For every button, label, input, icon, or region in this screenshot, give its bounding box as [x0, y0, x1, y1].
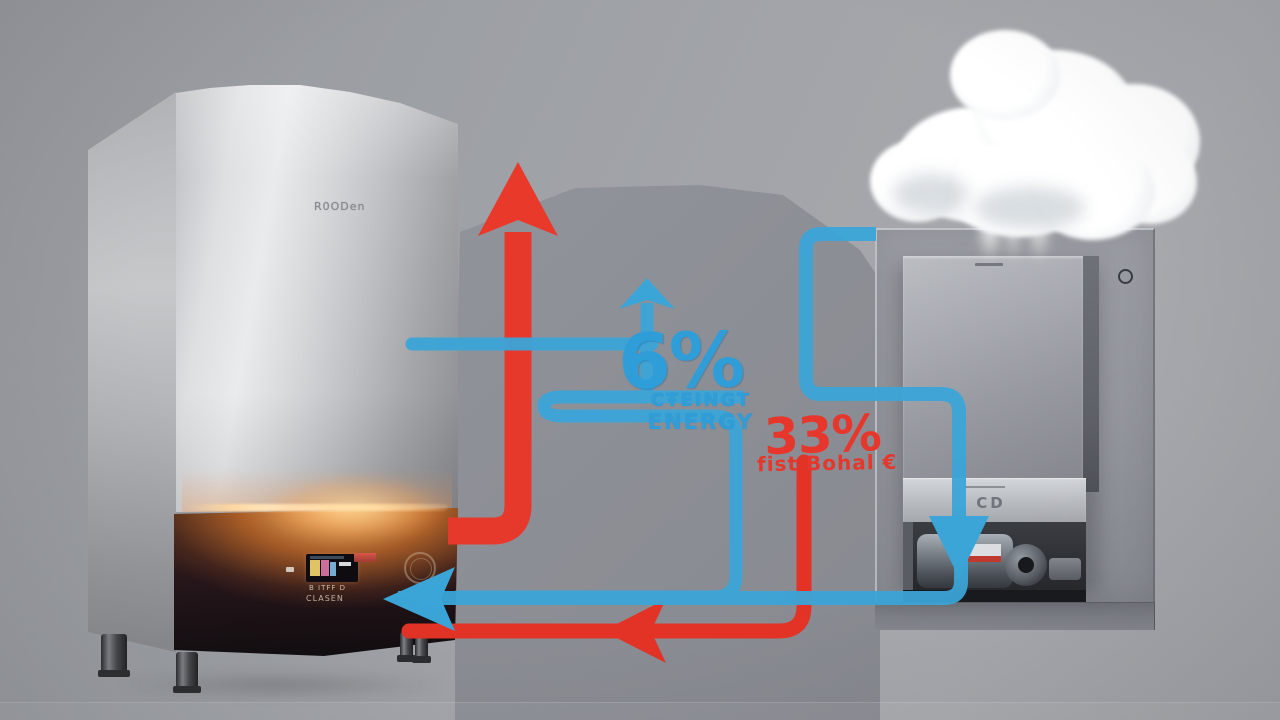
boiler-display-tab: [354, 553, 376, 562]
left-boiler-side: [88, 92, 176, 652]
boiler-foot: [412, 634, 431, 663]
steam-cloud: [855, 22, 1200, 240]
right-wall-panel-base: [875, 602, 1155, 630]
boiler-foot: [397, 632, 416, 662]
flame-glow-bloom: [268, 478, 443, 540]
left-boiler-brand: R0ODen: [314, 200, 366, 213]
right-boiler-front: [903, 256, 1083, 478]
blue-condensate-pipe: [799, 227, 966, 518]
boiler-foot: [173, 652, 201, 693]
panel-indicator-dot: [286, 567, 294, 572]
boiler-display: [306, 554, 358, 582]
right-boiler-label-line: [965, 486, 1005, 488]
boiler-display-text-2: CLASEN: [306, 594, 344, 603]
red-up-arrow-shaft: [448, 232, 532, 545]
burner-pump-label-stripe: [951, 556, 1001, 562]
floor-line: [0, 702, 1280, 720]
burner-bracket: [903, 522, 913, 602]
boiler-display-text-1: B ITFF D: [309, 584, 346, 592]
blue-bottom-pipe: [398, 560, 968, 605]
right-boiler-side: [1083, 256, 1099, 492]
left-boiler-front: [176, 85, 458, 512]
blue-left-arrow-head: [383, 567, 455, 631]
burner-flange: [1005, 544, 1047, 586]
boiler-foot: [98, 634, 130, 677]
red-up-arrow-head: [478, 162, 558, 236]
panel-ring-icon: [1118, 269, 1133, 284]
left-boiler-floor-shadow: [110, 672, 450, 698]
recovered-energy-label-2: ENERGY: [633, 410, 769, 434]
blue-up-arrow-head: [619, 278, 675, 309]
red-return-pipe: [401, 454, 812, 639]
right-boiler-vent-slot: [975, 263, 1003, 266]
recovered-energy-label-1: CŦEINGT: [633, 390, 769, 411]
blue-hairpin-pipe: [455, 390, 744, 604]
right-boiler-control-band: CD: [903, 478, 1086, 522]
red-left-arrow-head: [603, 599, 666, 663]
right-boiler-logo: CD: [961, 494, 1021, 512]
burner-pipe-fitting: [1049, 558, 1081, 580]
blue-down-arrow-head: [929, 516, 989, 578]
